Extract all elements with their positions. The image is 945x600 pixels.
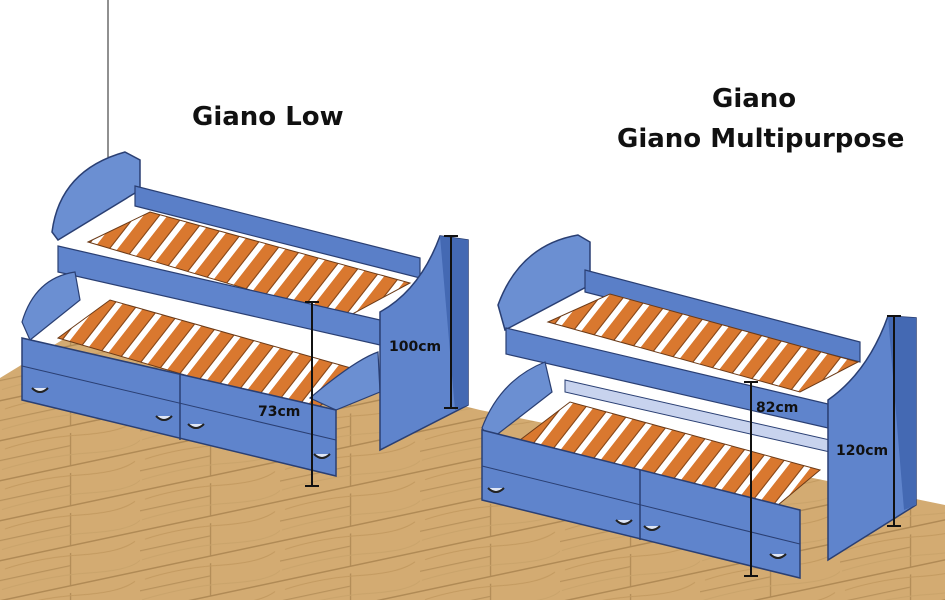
giano-height-dimension: 120cm [836, 315, 901, 527]
low-lower-side [21, 271, 81, 341]
low-drawer-handle-2 [155, 415, 173, 421]
giano-trundle-dimension: 82cm [744, 381, 798, 577]
low-drawer-handle-4 [313, 453, 331, 459]
bed-giano [481, 234, 917, 579]
low-trundle-dimension: 73cm [258, 301, 319, 487]
low-headboard-right-edge [440, 236, 468, 410]
low-drawer-handle-3 [187, 423, 205, 429]
low-drawer-handle-1 [31, 387, 49, 393]
giano-height-label: 120cm [836, 443, 888, 459]
title-giano: Giano [712, 84, 797, 114]
title-giano-low: Giano Low [192, 102, 344, 132]
bed-giano-low [21, 151, 469, 477]
low-headboard-back [51, 151, 141, 241]
giano-drawer-base [481, 429, 801, 579]
low-lower-arm [308, 351, 381, 411]
title-giano-multipurpose: Giano Multipurpose [617, 124, 905, 154]
low-height-label: 100cm [389, 339, 441, 355]
giano-lower-side [481, 361, 553, 441]
giano-back-rail [584, 269, 861, 363]
giano-drawer-handle-4 [769, 553, 787, 559]
low-height-dimension: 100cm [389, 235, 458, 409]
giano-upper-slats [546, 293, 860, 393]
giano-drawer-handle-2 [615, 519, 633, 525]
giano-drawer-top-line [481, 465, 801, 545]
giano-drawer-handle-1 [487, 487, 505, 493]
low-trundle-label: 73cm [258, 404, 300, 420]
giano-drawer-handle-3 [643, 525, 661, 531]
low-drawer-top-line [21, 365, 337, 441]
low-drawer-base [21, 337, 337, 477]
giano-headboard-back [497, 234, 591, 332]
giano-trundle-label: 82cm [756, 400, 798, 416]
